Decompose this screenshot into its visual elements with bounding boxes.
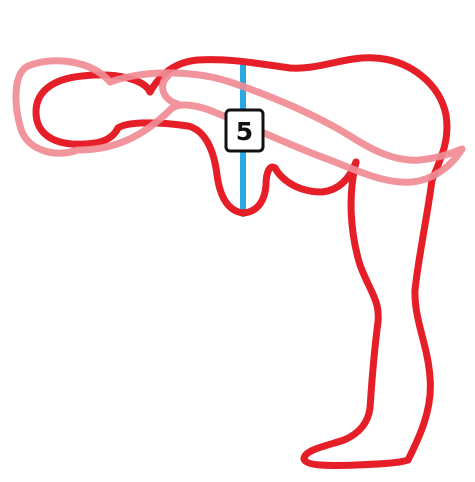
arm-crease: [159, 72, 182, 108]
leg-back-contour: [404, 176, 436, 464]
back-shape: [146, 54, 451, 184]
neck-shape: [114, 119, 279, 217]
hand-shape: [12, 57, 114, 157]
step-label-background: [224, 108, 265, 153]
torso-underside: [271, 158, 360, 196]
leg-front-contour: [300, 158, 412, 469]
step-label-box: 5: [224, 108, 265, 153]
step-number: 5: [236, 117, 253, 146]
body-outline: [32, 54, 451, 469]
head-shape: [32, 71, 154, 148]
arm-bottom-contour: [74, 101, 466, 186]
arm-overlay: [12, 57, 466, 186]
arm-top-contour: [106, 69, 466, 164]
